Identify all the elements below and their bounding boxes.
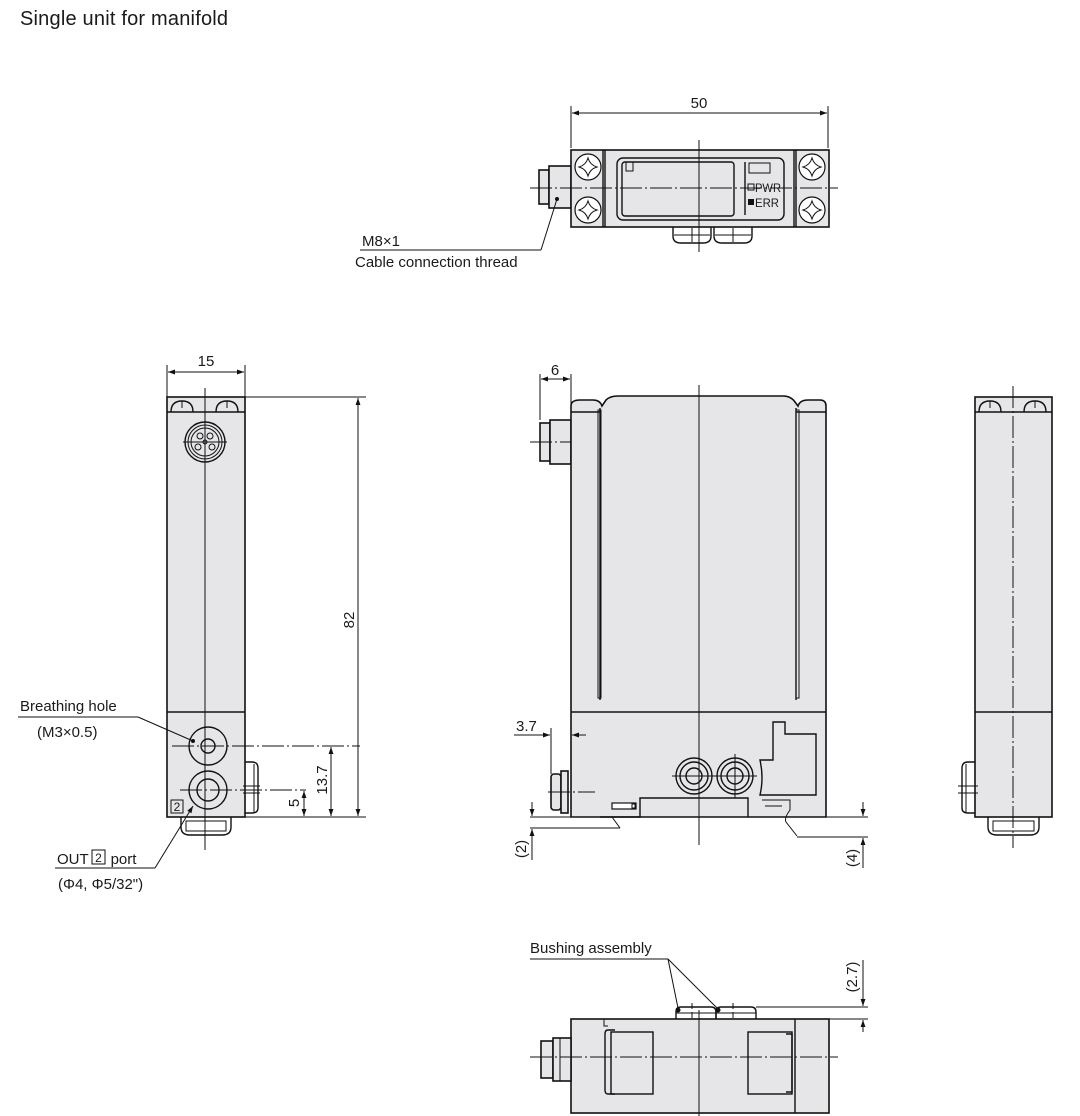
left-side-view: 15 2 — [18, 353, 366, 893]
dim-5: 5 — [286, 799, 303, 807]
dim-50: 50 — [691, 95, 708, 112]
dim-2: (2) — [513, 840, 530, 858]
top-view: 50 PWR ERR — [355, 95, 838, 271]
err-label: ERR — [755, 196, 779, 210]
err-led-icon — [748, 199, 754, 205]
out-port-size-label: (Φ4, Φ5/32") — [58, 876, 143, 893]
dim-6: 6 — [551, 362, 559, 379]
pwr-label: PWR — [755, 181, 781, 195]
bottom-view: Bushing assembly (2.7) — [530, 940, 868, 1116]
display-screen — [621, 161, 735, 217]
right-side-view — [958, 386, 1053, 848]
out-port-label: OUT port — [57, 851, 137, 868]
cable-thread-label: Cable connection thread — [355, 254, 518, 271]
dim-4: (4) — [844, 849, 861, 867]
dim-3-7: 3.7 — [516, 718, 537, 735]
pwr-led-icon — [747, 183, 755, 191]
m8-thread-label: M8×1 — [362, 233, 400, 250]
breathing-hole-label: Breathing hole — [20, 698, 117, 715]
screw-icon — [574, 153, 826, 224]
out-port-badge: 2 — [95, 851, 102, 865]
dim-13-7: 13.7 — [314, 765, 331, 794]
dim-2-7: (2.7) — [844, 962, 861, 993]
bushing-assembly-label: Bushing assembly — [530, 940, 652, 957]
drawing-title: Single unit for manifold — [20, 8, 229, 30]
dim-15: 15 — [198, 353, 215, 370]
port-2-badge: 2 — [174, 800, 181, 814]
dim-82: 82 — [341, 612, 358, 629]
front-view: 6 — [513, 362, 868, 868]
breathing-hole-thread-label: (M3×0.5) — [37, 724, 97, 741]
